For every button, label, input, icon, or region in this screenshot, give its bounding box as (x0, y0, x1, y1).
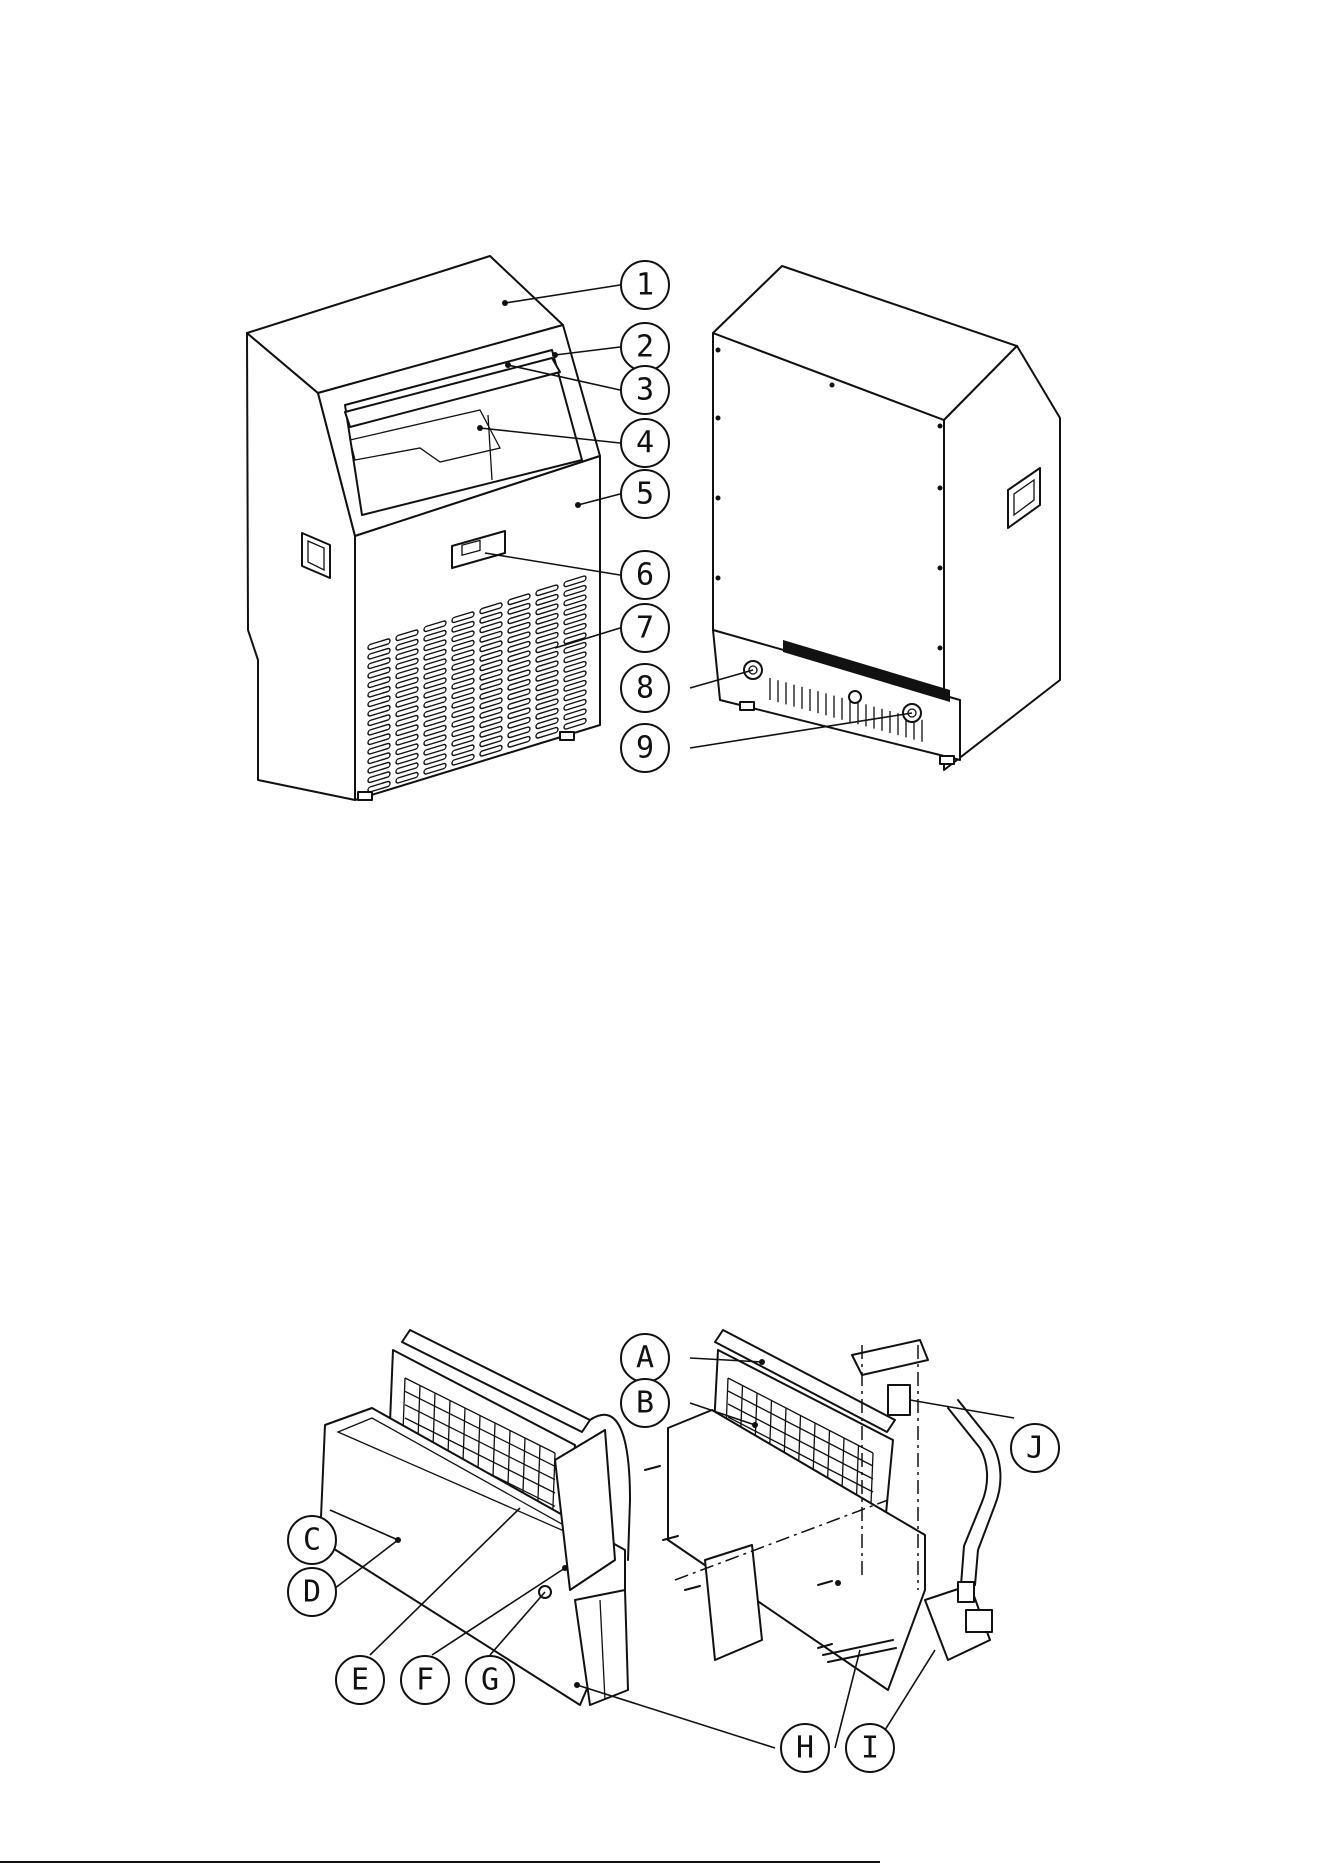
callout-2: 2 (621, 323, 669, 371)
svg-text:D: D (303, 1575, 321, 1610)
svg-text:1: 1 (636, 268, 654, 303)
callout-5: 5 (621, 470, 669, 518)
svg-text:3: 3 (636, 373, 654, 408)
svg-text:4: 4 (636, 426, 654, 461)
svg-text:6: 6 (636, 558, 654, 593)
callout-a: A (621, 1334, 669, 1382)
callout-d: D (288, 1568, 336, 1616)
svg-text:G: G (481, 1663, 499, 1698)
svg-text:8: 8 (636, 671, 654, 706)
ice-maker-back-view (713, 266, 1060, 770)
svg-text:2: 2 (636, 330, 654, 365)
callout-h: H (781, 1724, 829, 1772)
svg-text:J: J (1026, 1431, 1044, 1466)
callout-c: C (288, 1516, 336, 1564)
callout-7: 7 (621, 604, 669, 652)
callout-e: E (336, 1656, 384, 1704)
svg-text:I: I (861, 1731, 879, 1766)
callout-i: I (846, 1724, 894, 1772)
callout-4: 4 (621, 419, 669, 467)
svg-text:9: 9 (636, 731, 654, 766)
svg-text:H: H (796, 1731, 814, 1766)
callout-j: J (1011, 1424, 1059, 1472)
svg-text:F: F (416, 1663, 434, 1698)
svg-text:B: B (636, 1386, 654, 1421)
ice-tray-assembly-exploded (645, 1330, 1000, 1690)
callout-3: 3 (621, 366, 669, 414)
svg-text:5: 5 (636, 477, 654, 512)
ice-maker-front-view (247, 256, 600, 800)
svg-text:7: 7 (636, 611, 654, 646)
ice-tray-assembly-assembled (320, 1330, 630, 1705)
svg-text:C: C (303, 1523, 321, 1558)
svg-text:A: A (636, 1341, 654, 1376)
svg-text:E: E (351, 1663, 369, 1698)
callout-1: 1 (621, 261, 669, 309)
callout-b: B (621, 1379, 669, 1427)
callout-6: 6 (621, 551, 669, 599)
callout-8: 8 (621, 664, 669, 712)
callout-f: F (401, 1656, 449, 1704)
callout-g: G (466, 1656, 514, 1704)
callout-9: 9 (621, 724, 669, 772)
